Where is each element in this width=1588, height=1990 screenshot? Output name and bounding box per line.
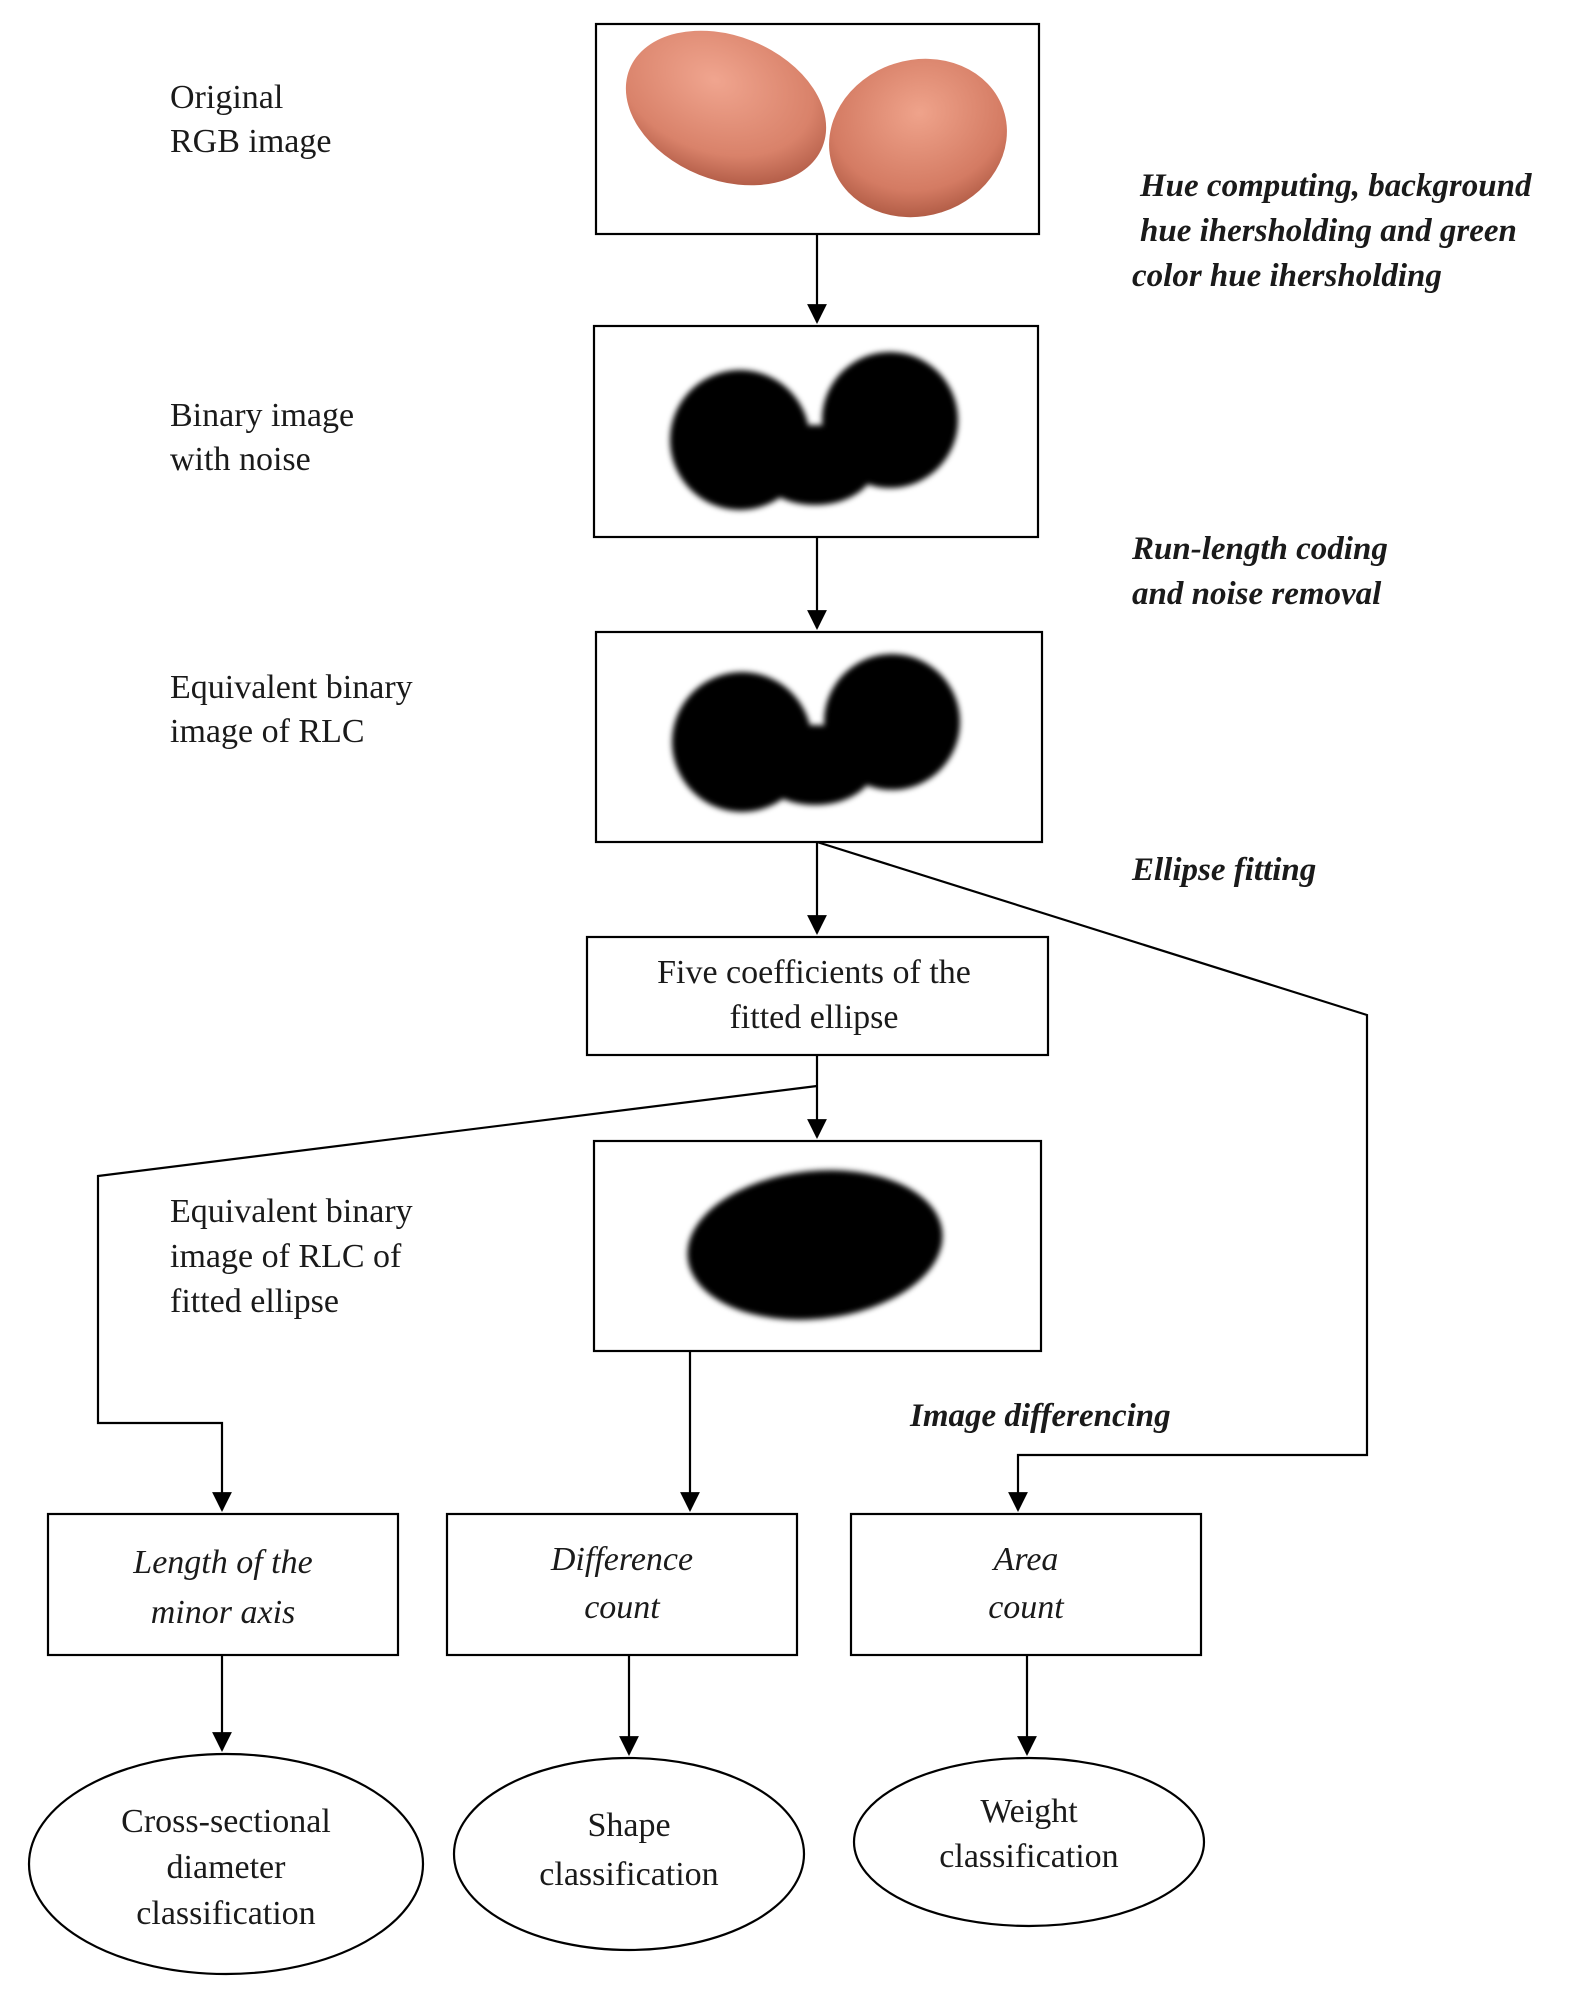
weight-output-line1: Weight — [980, 1793, 1078, 1830]
coefficients-line2: fitted ellipse — [729, 999, 898, 1036]
weight-output-ellipse — [852, 1756, 1206, 1928]
label-binary-noise-line2: with noise — [170, 441, 311, 478]
step-hue-line3: color hue ihersholding — [1132, 258, 1442, 294]
shape-output-line1: Shape — [587, 1807, 670, 1844]
step-run-length-line2: and noise removal — [1132, 576, 1382, 612]
original-image-frame — [594, 22, 1041, 236]
area-count-box — [849, 1512, 1203, 1657]
shape-output-ellipse — [452, 1756, 806, 1952]
ellipse-image-frame — [592, 1139, 1043, 1353]
potato-photo — [625, 30, 1007, 218]
fitted-ellipse-silhouette — [687, 1170, 943, 1320]
label-original-line2: RGB image — [170, 123, 331, 160]
diameter-output-ellipse — [27, 1752, 425, 1976]
area-count-line1: Area — [992, 1541, 1059, 1578]
step-hue-line2: hue ihersholding and green — [1140, 213, 1517, 249]
difference-count-line1: Difference — [550, 1541, 693, 1578]
minor-axis-line1: Length of the — [132, 1544, 312, 1581]
label-rlc-line2: image of RLC — [170, 713, 365, 750]
label-rlc-ellipse-line3: fitted ellipse — [170, 1283, 339, 1320]
label-original-line1: Original — [170, 79, 283, 116]
diameter-output-line1: Cross-sectional — [121, 1803, 331, 1840]
shape-output-line2: classification — [539, 1856, 718, 1893]
step-hue-line1: Hue computing, background — [1139, 168, 1532, 204]
area-count-line2: count — [988, 1589, 1065, 1626]
minor-axis-line2: minor axis — [151, 1594, 296, 1631]
binary-noise-image-frame — [592, 324, 1040, 539]
label-binary-noise-line1: Binary image — [170, 397, 354, 434]
difference-count-line2: count — [584, 1589, 661, 1626]
rlc-silhouette — [672, 654, 960, 812]
rlc-image-frame — [594, 630, 1044, 844]
label-rlc-ellipse-line1: Equivalent binary — [170, 1193, 413, 1230]
coefficients-line1: Five coefficients of the — [657, 954, 971, 991]
diameter-output-line3: classification — [136, 1895, 315, 1932]
label-rlc-line1: Equivalent binary — [170, 669, 413, 706]
connectors — [96, 234, 1369, 1756]
step-ellipse-fitting: Ellipse fitting — [1131, 852, 1316, 888]
binary-silhouette-noisy — [670, 352, 958, 510]
diameter-output-line2: diameter — [167, 1849, 287, 1886]
step-image-differencing: Image differencing — [909, 1398, 1171, 1434]
minor-axis-box — [46, 1512, 400, 1657]
step-run-length-line1: Run-length coding — [1131, 531, 1388, 567]
weight-output-line2: classification — [939, 1838, 1118, 1875]
difference-count-box — [445, 1512, 799, 1657]
label-rlc-ellipse-line2: image of RLC of — [170, 1238, 402, 1275]
